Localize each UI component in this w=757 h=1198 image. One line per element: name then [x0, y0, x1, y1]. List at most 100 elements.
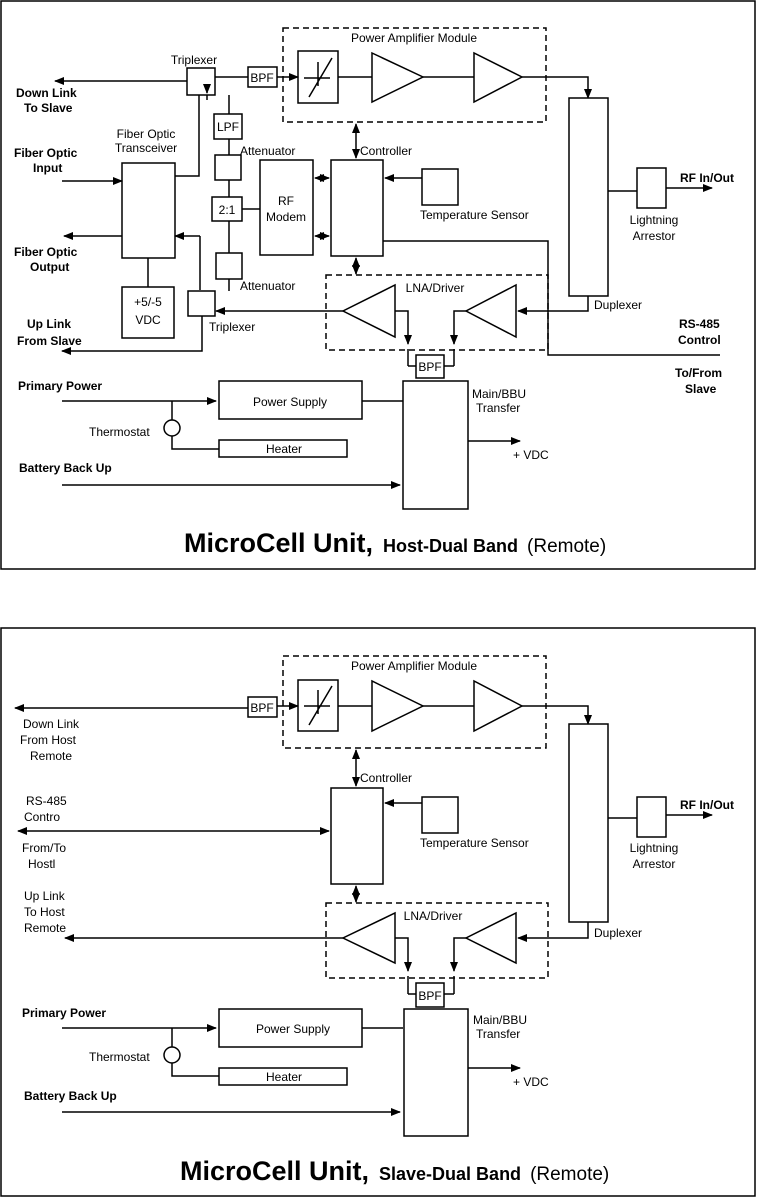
- svg-text:RF In/Out: RF In/Out: [680, 798, 734, 812]
- host-title: MicroCell Unit, Host-Dual Band (Remote): [184, 528, 606, 558]
- host-fiber-optic-transceiver: [121, 162, 176, 259]
- slave-wire: [171, 1063, 219, 1077]
- host-lpf: [213, 113, 243, 140]
- svg-text:+5/-5: +5/-5: [134, 295, 162, 309]
- slave-panel-border: [0, 627, 756, 1197]
- svg-text:Primary Power: Primary Power: [18, 379, 102, 393]
- svg-text:Output: Output: [30, 260, 69, 274]
- svg-text:Primary Power: Primary Power: [22, 1006, 106, 1020]
- host-pam-label: Power Amplifier Module: [351, 31, 477, 45]
- svg-text:VDC: VDC: [135, 313, 161, 327]
- slave-duplexer-to-lna: [517, 922, 589, 942]
- host-attenuator-top: [214, 154, 242, 181]
- host-lna-stage1-icon: [341, 283, 396, 339]
- svg-text:Temperature Sensor: Temperature Sensor: [420, 836, 529, 850]
- svg-text:Transceiver: Transceiver: [115, 141, 177, 155]
- svg-text:Lightning: Lightning: [630, 841, 679, 855]
- host-combiner-2to1: [211, 196, 243, 222]
- svg-text:Temperature Sensor: Temperature Sensor: [420, 208, 529, 222]
- svg-text:Modem: Modem: [266, 210, 306, 224]
- svg-text:From Host: From Host: [20, 733, 77, 747]
- host-vdc-box: [121, 286, 175, 339]
- svg-text:Duplexer: Duplexer: [594, 926, 642, 940]
- svg-text:Controller: Controller: [360, 144, 412, 158]
- svg-text:Heater: Heater: [266, 442, 302, 456]
- slave-main-bbu-transfer: [403, 1008, 469, 1137]
- slave-pa-stage1-icon: [371, 679, 425, 733]
- svg-text:Slave: Slave: [685, 382, 717, 396]
- svg-text:Remote: Remote: [24, 921, 66, 935]
- svg-text:RF In/Out: RF In/Out: [680, 171, 734, 185]
- host-panel-border: [0, 0, 756, 570]
- svg-text:Battery Back Up: Battery Back Up: [24, 1089, 117, 1103]
- svg-text:Transfer: Transfer: [476, 401, 520, 415]
- slave-lightning-arrestor: [636, 796, 667, 838]
- svg-text:To Host: To Host: [24, 905, 65, 919]
- slave-lna-stage1-icon: [341, 911, 396, 965]
- host-wire: [171, 436, 219, 450]
- svg-text:Main/BBU: Main/BBU: [473, 1013, 527, 1027]
- host-attenuator-symbol-icon: [304, 57, 333, 98]
- svg-text:Main/BBU: Main/BBU: [472, 387, 526, 401]
- slave-lna-driver-module: [325, 902, 549, 979]
- svg-text:Transfer: Transfer: [476, 1027, 520, 1041]
- svg-text:Lightning: Lightning: [630, 213, 679, 227]
- svg-text:From Slave: From Slave: [17, 334, 82, 348]
- svg-text:LPF: LPF: [217, 120, 239, 134]
- host-power-supply: [218, 380, 363, 420]
- svg-text:Hostl: Hostl: [28, 857, 55, 871]
- host-attenuator-bottom: [215, 252, 243, 280]
- slave-bpf-top: [247, 696, 278, 718]
- slave-wire: [395, 937, 412, 972]
- svg-text:LNA/Driver: LNA/Driver: [406, 281, 465, 295]
- slave-panel: Power Amplifier Module BPF Down Link Fro…: [0, 627, 756, 1197]
- slave-duplexer: [568, 723, 609, 923]
- svg-text:Down Link: Down Link: [16, 86, 77, 100]
- svg-text:Arrestor: Arrestor: [633, 229, 676, 243]
- slave-lna-stage2-icon: [464, 911, 517, 965]
- host-lightning-arrestor: [636, 167, 667, 209]
- svg-text:Triplexer: Triplexer: [209, 320, 255, 334]
- svg-text:BPF: BPF: [418, 989, 441, 1003]
- svg-text:Battery Back Up: Battery Back Up: [19, 461, 112, 475]
- svg-text:Attenuator: Attenuator: [240, 144, 295, 158]
- svg-text:Power Amplifier Module: Power Amplifier Module: [351, 659, 477, 673]
- host-triplexer-top: [186, 67, 216, 96]
- svg-text:Arrestor: Arrestor: [633, 857, 676, 871]
- svg-text:Control: Control: [678, 333, 721, 347]
- host-rs485-line: [383, 240, 720, 356]
- host-up-link-arrow: [61, 316, 203, 355]
- host-lna-stage2-icon: [464, 283, 517, 339]
- svg-text:Triplexer: Triplexer: [171, 53, 217, 67]
- svg-text:Power Supply: Power Supply: [256, 1022, 330, 1036]
- host-temperature-sensor: [421, 168, 459, 206]
- svg-text:Controller: Controller: [360, 771, 412, 785]
- host-thermostat-icon: [163, 419, 181, 437]
- svg-text:BPF: BPF: [250, 71, 273, 85]
- slave-controller: [330, 787, 384, 885]
- host-main-bbu-transfer: [402, 380, 469, 510]
- host-power-amplifier-module: [282, 27, 547, 123]
- svg-text:Power Supply: Power Supply: [253, 395, 327, 409]
- host-controller: [330, 159, 384, 257]
- host-duplexer: [568, 97, 609, 297]
- svg-text:Down Link: Down Link: [23, 717, 80, 731]
- svg-text:+ VDC: + VDC: [513, 1075, 549, 1089]
- host-wire-pa-duplexer: [522, 76, 592, 99]
- slave-wire: [450, 937, 466, 972]
- host-heater: [218, 439, 348, 458]
- slave-power-amplifier-module: [282, 655, 547, 749]
- host-wire: [395, 310, 412, 345]
- svg-text:Input: Input: [33, 161, 62, 175]
- host-panel: Power Amplifier Module BPF Triplexer Dow…: [0, 0, 756, 570]
- svg-text:Fiber Optic: Fiber Optic: [14, 146, 78, 160]
- svg-text:To/From: To/From: [675, 366, 722, 380]
- svg-text:Up Link: Up Link: [27, 317, 71, 331]
- svg-text:From/To: From/To: [22, 841, 66, 855]
- svg-text:Contro: Contro: [24, 810, 60, 824]
- svg-text:RF: RF: [278, 194, 294, 208]
- host-wire: [450, 310, 466, 345]
- svg-text:Thermostat: Thermostat: [89, 425, 150, 439]
- slave-wire-pa-duplexer: [522, 705, 592, 725]
